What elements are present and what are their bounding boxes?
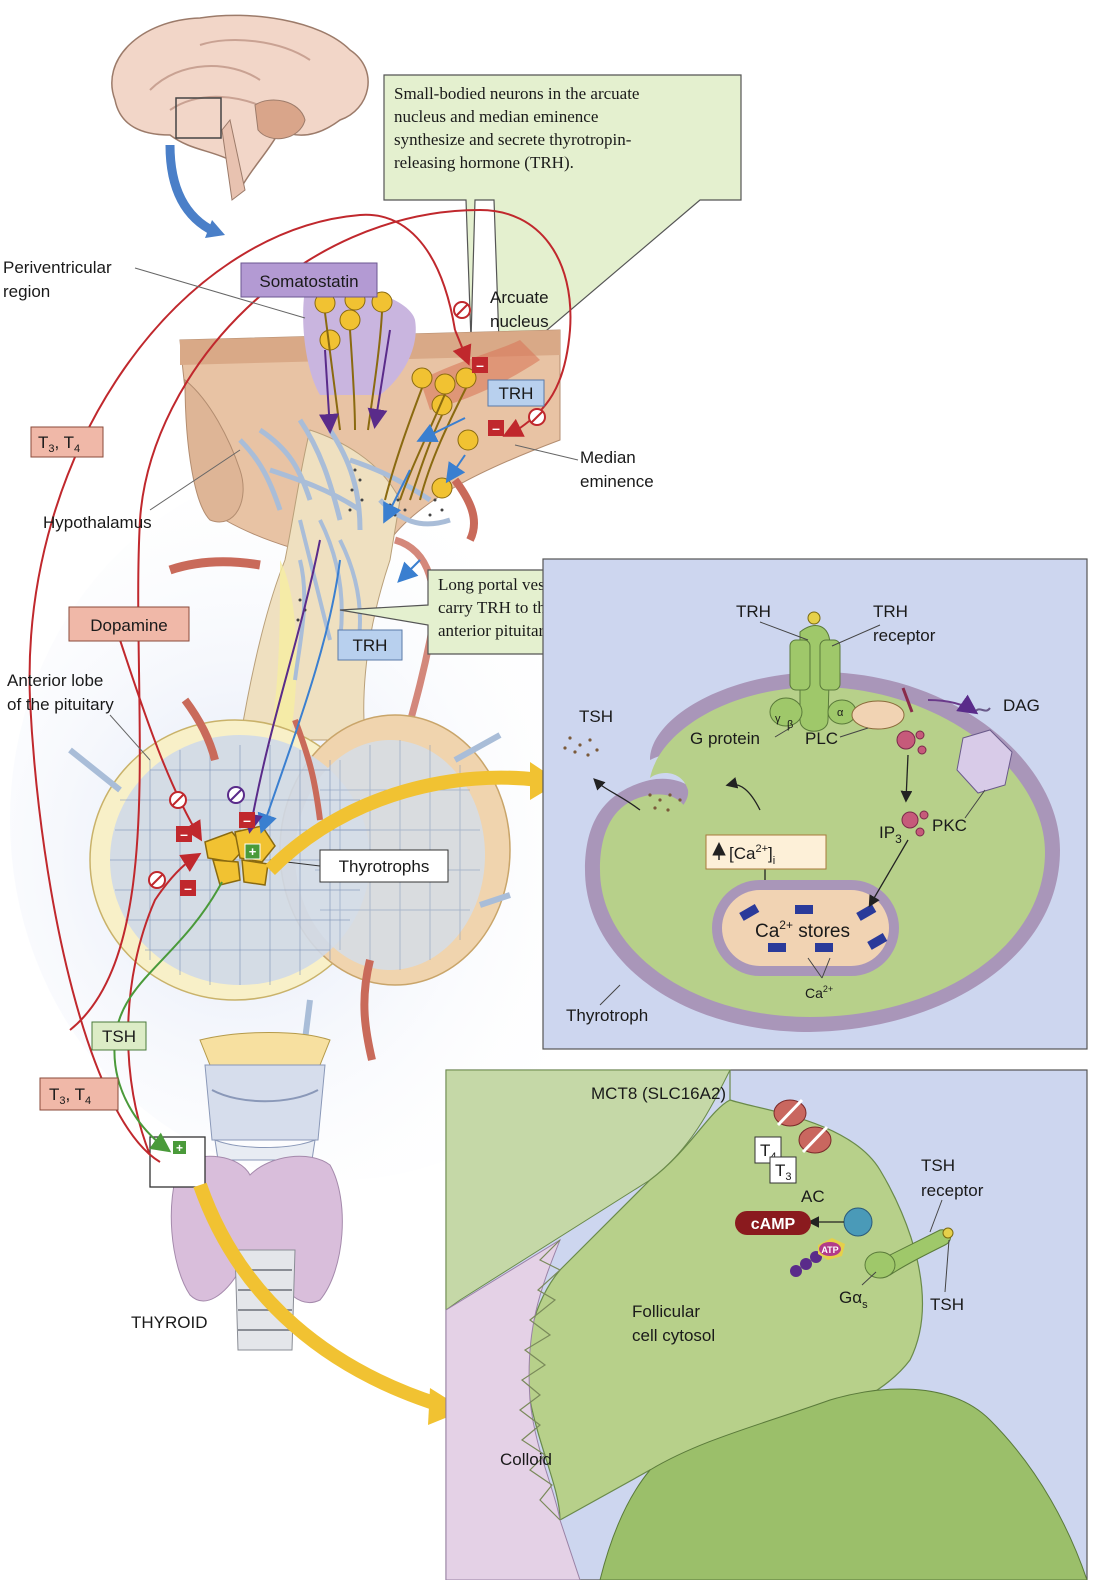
- leader-periventricular: [134, 267, 306, 319]
- t3-label: T3: [775, 1161, 792, 1183]
- tsh-receptor-label-1: TSH: [921, 1156, 955, 1175]
- tsh-receptor-label-2: receptor: [921, 1181, 984, 1200]
- tsh-box: [91, 1021, 147, 1051]
- leader-hypothalamus: [149, 449, 241, 511]
- g-gamma-label: γ: [775, 713, 781, 725]
- zoom-arrow-brain-head: [205, 220, 225, 238]
- brain-icon: [111, 14, 369, 201]
- cytosol-label-2: cell cytosol: [632, 1326, 715, 1345]
- thyrotrophs-label: Thyrotrophs: [339, 857, 430, 876]
- callout-trh-neurons: Small-bodied neurons in the arcuate nucl…: [383, 74, 742, 372]
- zoom-arrow-thyrotroph: [265, 770, 541, 875]
- thyrotrophs-box: [319, 849, 449, 883]
- panel-g-protein-label: G protein: [690, 729, 760, 748]
- ca-stores-label: Ca2+ stores: [755, 918, 850, 942]
- svg-text:–: –: [184, 880, 192, 896]
- colloid-label: Colloid: [500, 1450, 552, 1469]
- portal-line-1: Long portal vessels: [438, 575, 570, 594]
- cytosolic-calcium-label: [Ca2+]i: [729, 843, 775, 867]
- camp-label: cAMP: [751, 1216, 796, 1233]
- callout-line-1: Small-bodied neurons in the arcuate: [394, 84, 639, 103]
- minus-badges: – – – – –: [176, 357, 504, 896]
- portal-line-2: carry TRH to the: [438, 598, 553, 617]
- panel-ip3-label: IP3: [879, 823, 902, 846]
- g-alpha-label: α: [837, 707, 844, 719]
- thyrotroph-panel: TRH TRH receptor TSH G protein PLC DAG P…: [542, 558, 1088, 1050]
- dopamine-box: [68, 606, 190, 642]
- feedback-arrow-arcuate: [452, 329, 472, 366]
- thyroid-plus-sign: [173, 1141, 186, 1154]
- label-thyroid: THYROID: [131, 1313, 208, 1332]
- follicular-tsh-label: TSH: [930, 1295, 964, 1314]
- label-arcuate-2: nucleus: [490, 312, 549, 331]
- thyrotroph-plus-badge: [244, 843, 261, 860]
- feedback-arrow-pituitary: [127, 852, 202, 1156]
- callout-line-4: releasing hormone (TRH).: [394, 153, 574, 172]
- hypothalamus-region: [168, 287, 561, 761]
- label-median-1: Median: [580, 448, 636, 467]
- mct8-label: MCT8 (SLC16A2): [591, 1084, 726, 1103]
- leader-anterior: [109, 714, 151, 761]
- dopamine-label: Dopamine: [90, 616, 168, 635]
- svg-text:ATP: ATP: [821, 1245, 838, 1255]
- label-periventricular-2: region: [3, 282, 50, 301]
- panel-plc-label: PLC: [805, 729, 838, 748]
- trh-label-top: TRH: [499, 384, 534, 403]
- follicular-panel: cAMP ATP MCT8 (SLC16A2) T4 T3 AC TSH rec…: [445, 1069, 1088, 1581]
- trh-label-mid: TRH: [353, 636, 388, 655]
- portal-line-3: anterior pituitary.: [438, 621, 556, 640]
- label-anterior-2: of the pituitary: [7, 695, 114, 714]
- feedback-arrow-median: [502, 418, 525, 437]
- ca-ion-label: Ca2+: [805, 984, 833, 1001]
- svg-text:–: –: [180, 826, 188, 842]
- trh-box-mid: [337, 629, 403, 661]
- panel-trh-label: TRH: [736, 602, 771, 621]
- callout-line-2: nucleus and median eminence: [394, 107, 598, 126]
- panel-trh-receptor-2: receptor: [873, 626, 936, 645]
- dopamine-arrow: [119, 639, 203, 842]
- t3t4-label-upper: T3, T4: [38, 433, 80, 455]
- panel-tsh-label: TSH: [579, 707, 613, 726]
- camp-pill: [735, 1211, 811, 1235]
- label-anterior-1: Anterior lobe: [7, 671, 103, 690]
- leader-median: [514, 444, 579, 461]
- ac-label: AC: [801, 1187, 825, 1206]
- t3t4-box-upper: [30, 426, 104, 458]
- svg-text:–: –: [243, 812, 251, 828]
- feedback-loop-outer: [28, 213, 456, 1163]
- panel-thyrotroph-label: Thyrotroph: [566, 1006, 648, 1025]
- svg-text:–: –: [492, 420, 500, 436]
- zoom-arrow-brain: [165, 144, 218, 237]
- cytosol-label-1: Follicular: [632, 1302, 700, 1321]
- cytosolic-calcium-box: [705, 834, 827, 870]
- panel-pkc-label: PKC: [932, 816, 967, 835]
- inhibit-symbols: [148, 301, 546, 889]
- callout-line-3: synthesize and secrete thyrotropin-: [394, 130, 632, 149]
- t3t4-box-lower: [39, 1077, 119, 1111]
- t3t4-label-lower: T3, T4: [49, 1085, 91, 1107]
- label-median-2: eminence: [580, 472, 654, 491]
- g-beta-label: β: [787, 719, 793, 731]
- label-arcuate-1: Arcuate: [490, 288, 549, 307]
- somatostatin-box: [240, 262, 378, 298]
- somatostatin-label: Somatostatin: [259, 272, 358, 291]
- brain-zoom-box: [175, 97, 222, 139]
- zoom-arrow-follicular: [193, 1182, 443, 1412]
- trh-box-top: [487, 379, 545, 407]
- thyroid-plus-text: +: [176, 1141, 183, 1155]
- label-periventricular-1: Periventricular: [3, 258, 112, 277]
- label-hypothalamus: Hypothalamus: [43, 513, 152, 532]
- atp-molecule: ATP: [790, 1238, 845, 1277]
- thyrotroph-plus-text: +: [249, 844, 257, 859]
- t3-box: [769, 1156, 797, 1184]
- tsh-label-left: TSH: [102, 1027, 136, 1046]
- panel-trh-receptor-1: TRH: [873, 602, 908, 621]
- svg-text:–: –: [476, 357, 484, 373]
- g-alpha-s-label: Gαs: [839, 1288, 868, 1311]
- panel-dag-label: DAG: [1003, 696, 1040, 715]
